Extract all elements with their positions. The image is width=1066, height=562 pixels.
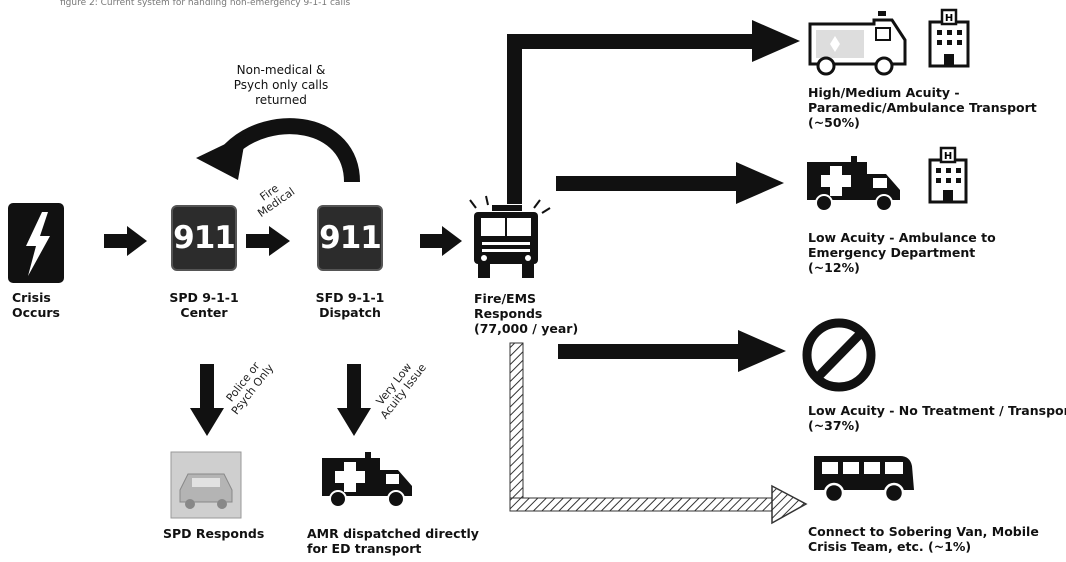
svg-text:H: H [944,151,952,162]
arrow-to-low-ed [556,162,784,204]
outcome-high-acuity: High/Medium Acuity -Paramedic/Ambulance … [808,85,1037,130]
arrow-down-amr [337,364,371,436]
lightning-icon [8,203,64,283]
outcome-no-treatment: Low Acuity - No Treatment / Transport(~3… [808,403,1066,433]
van-icon [814,456,914,504]
police-car-image [170,451,242,519]
ambulance-icon [807,156,900,212]
arrow-down-police [190,364,224,436]
hospital-icon: H [928,8,970,68]
arrow-to-no-treatment [558,330,786,372]
figure-caption-fragment: figure 2: Current system for handling no… [60,0,351,8]
arrow-sfd-to-fire [420,226,462,256]
spd-responds-label: SPD Responds [163,526,265,541]
no-symbol-icon [802,318,876,392]
arrow-to-sobering-van [509,342,808,525]
fire-truck-icon [469,195,551,278]
spd-911-box: 911 [171,205,237,271]
arrow-spd-to-sfd [246,226,290,256]
return-loop-arrow [196,118,360,183]
spd-911-text: 911 [173,220,236,256]
sfd-911-box: 911 [317,205,383,271]
amr-ambulance-icon [322,452,412,508]
arrow-crisis-to-spd [104,226,147,256]
svg-text:H: H [945,13,953,24]
hospital-icon-2: H [928,146,968,204]
paramedic-ambulance-icon [808,11,907,76]
sfd-911-text: 911 [319,220,382,256]
arrow-to-high-acuity [507,20,800,204]
